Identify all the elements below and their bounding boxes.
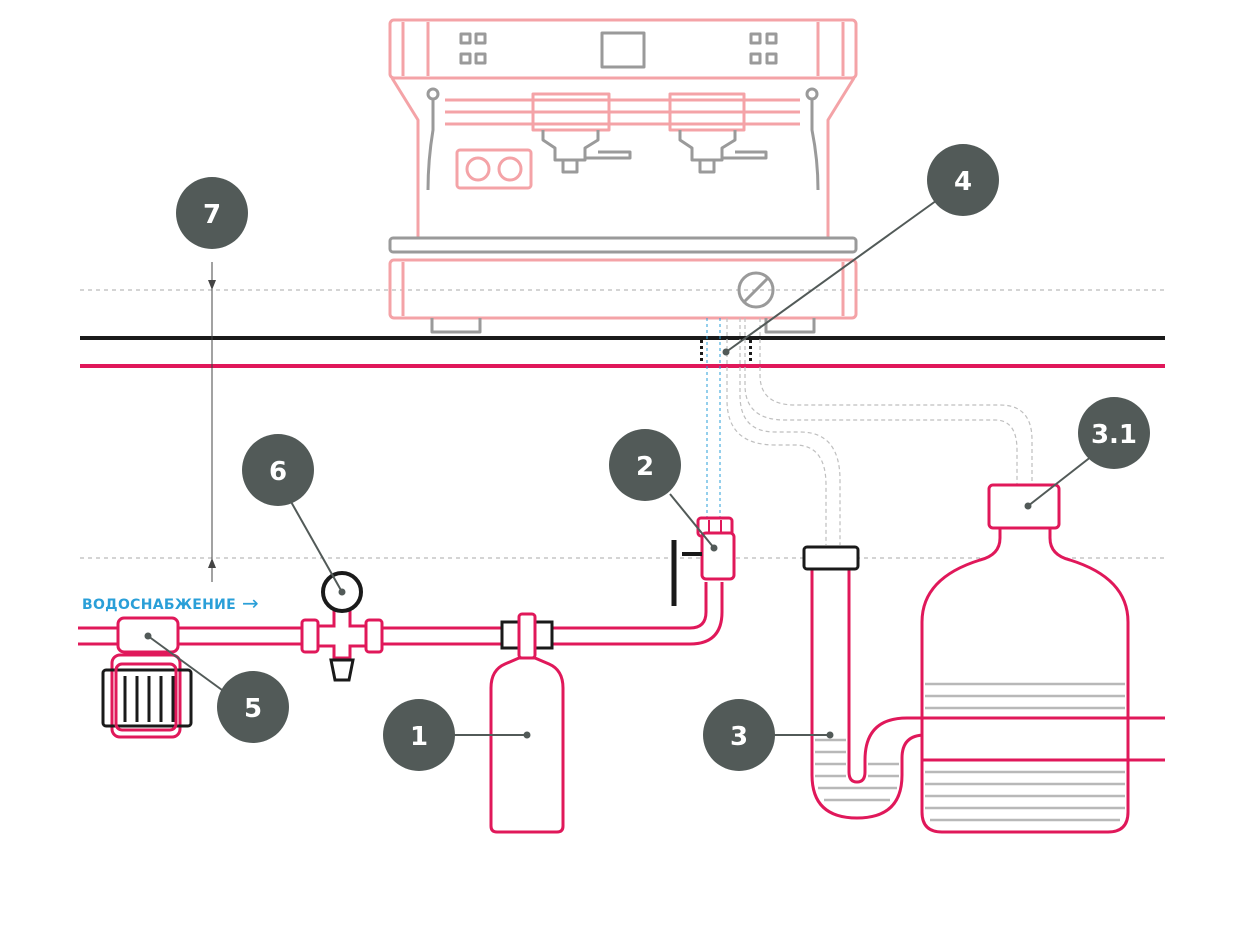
water-supply-label: ВОДОСНАБЖЕНИЕ: [82, 597, 236, 613]
espresso-machine: [388, 18, 858, 320]
callout-3-label: 3: [730, 722, 748, 752]
counter-hole: [700, 340, 752, 364]
callout-3: 3: [703, 699, 775, 771]
drain-bottle: [920, 483, 1165, 834]
callout-1-label: 1: [410, 722, 428, 752]
callout-7: 7: [176, 177, 248, 249]
drain-hose: [726, 318, 1033, 680]
callout-4-label: 4: [954, 167, 972, 197]
water-filter: [489, 612, 565, 834]
callout-7-label: 7: [203, 200, 221, 230]
pressure-reducer: [300, 606, 384, 682]
shutoff-valve: [671, 516, 736, 606]
supply-arrow-icon: →: [242, 591, 259, 615]
height-dimension: [208, 262, 216, 582]
counter-top: [80, 336, 1165, 368]
callout-3-1: 3.1: [1078, 397, 1150, 469]
callout-2: 2: [609, 429, 681, 501]
callout-3-1-label: 3.1: [1091, 420, 1137, 450]
callout-5: 5: [217, 671, 289, 743]
callout-4: 4: [927, 144, 999, 216]
espresso-machine-details: [388, 31, 858, 334]
water-supply-pipe: [78, 582, 724, 646]
callout-2-label: 2: [636, 452, 654, 482]
callout-6: 6: [242, 434, 314, 506]
callout-5-label: 5: [244, 694, 262, 724]
callout-6-label: 6: [269, 457, 287, 487]
leader-lines: [144, 197, 1093, 739]
water-hose: [706, 318, 721, 520]
callout-1: 1: [383, 699, 455, 771]
